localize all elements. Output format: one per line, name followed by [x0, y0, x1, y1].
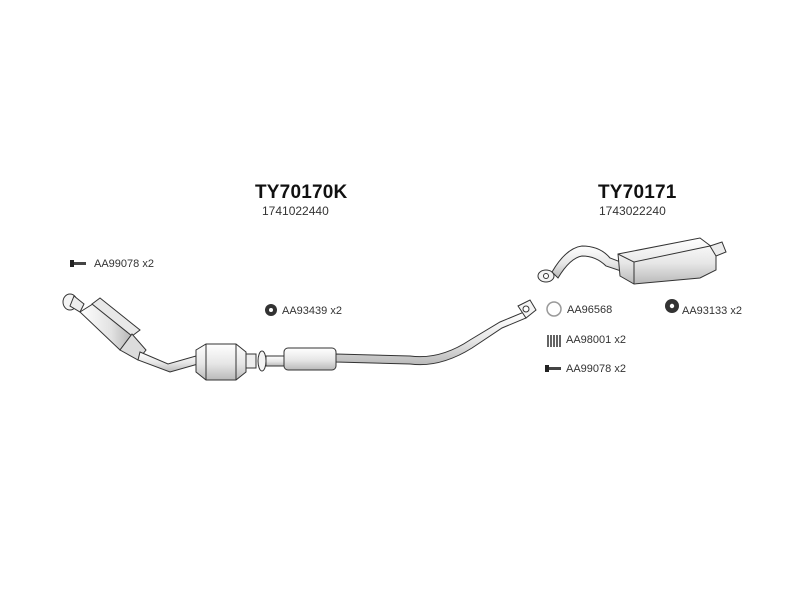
flex-flange [257, 350, 267, 372]
bolt-icon [70, 260, 86, 267]
middle-pipe [335, 311, 527, 366]
tail-pipe [709, 241, 727, 257]
resonator [283, 347, 337, 371]
assembly-code-front: TY70170K [255, 182, 348, 203]
nut-icon [665, 299, 679, 313]
assembly-oe-rear: 1743022240 [599, 204, 666, 218]
part-label-bolt-front: AA99078 x2 [94, 258, 154, 270]
part-label-nut-rear: AA93133 x2 [682, 305, 742, 317]
catalytic-converter-2 [195, 343, 247, 381]
spring-icon [547, 335, 561, 347]
rear-pipe [551, 245, 627, 279]
part-label-nut-front: AA93439 x2 [282, 305, 342, 317]
assembly-oe-front: 1741022440 [262, 204, 329, 218]
part-label-bolt-rear: AA99078 x2 [566, 363, 626, 375]
rear-silencer-assembly [537, 237, 727, 285]
part-label-gasket: AA96568 [567, 304, 613, 316]
assembly-code-rear: TY70171 [598, 182, 677, 203]
gasket-ring-icon [546, 301, 562, 317]
front-pipe-link [137, 351, 199, 373]
part-label-spring: AA98001 x2 [566, 334, 626, 346]
nut-icon [265, 304, 277, 316]
bolt-icon [545, 365, 561, 372]
front-pipe-assembly [62, 293, 537, 381]
